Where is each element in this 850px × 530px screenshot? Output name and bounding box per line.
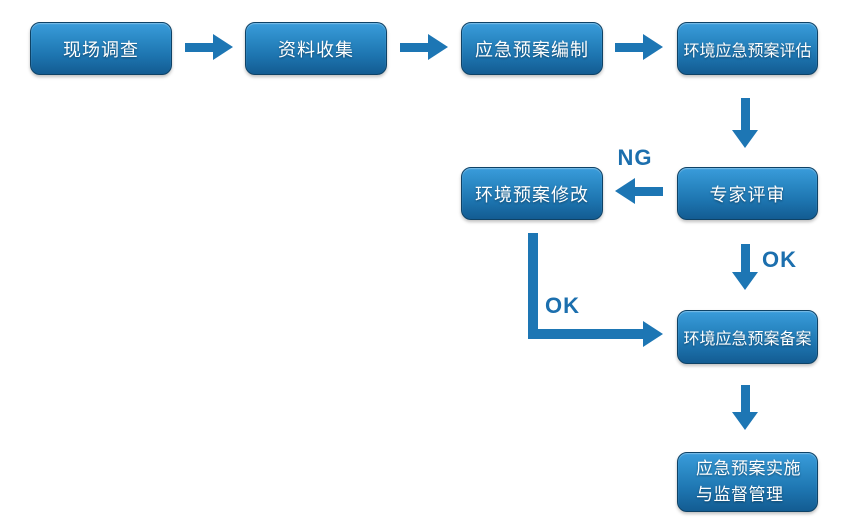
arrow-left-icon	[615, 178, 663, 204]
flow-node-site-survey: 现场调查	[30, 22, 172, 75]
arrow-down-icon	[732, 98, 758, 148]
flow-node-expert-review: 专家评审	[677, 167, 818, 220]
flow-node-implementation-supervision: 应急预案实施 与监督管理	[677, 452, 818, 512]
node-label: 现场调查	[63, 39, 139, 60]
node-label: 环境预案修改	[475, 184, 589, 205]
node-label-line1: 应急预案实施	[696, 459, 801, 478]
arrow-right-icon	[400, 34, 448, 60]
node-label: 应急预案实施 与监督管理	[696, 456, 801, 508]
node-label: 应急预案编制	[475, 39, 589, 60]
arrow-right-icon	[615, 34, 663, 60]
edge-label-ng: NG	[617, 145, 653, 170]
arrow-down-icon	[732, 244, 758, 291]
edge-label-ok-revision: OK	[545, 293, 580, 318]
arrow-down-icon	[732, 385, 758, 431]
flow-node-plan-compilation: 应急预案编制	[461, 22, 603, 75]
flow-node-plan-revision: 环境预案修改	[461, 167, 603, 220]
flow-node-plan-assessment: 环境应急预案评估	[677, 22, 818, 75]
node-label: 环境应急预案备案	[683, 331, 812, 348]
arrow-right-icon	[185, 34, 233, 60]
flow-node-data-collection: 资料收集	[245, 22, 387, 75]
node-label: 资料收集	[278, 39, 354, 60]
node-label: 专家评审	[709, 184, 786, 205]
node-label-line2: 与监督管理	[696, 485, 784, 504]
node-label: 环境应急预案评估	[683, 42, 812, 60]
flow-node-plan-filing: 环境应急预案备案	[677, 310, 818, 364]
edge-label-ok-review: OK	[762, 247, 797, 272]
elbow-arrow-icon	[528, 233, 665, 347]
